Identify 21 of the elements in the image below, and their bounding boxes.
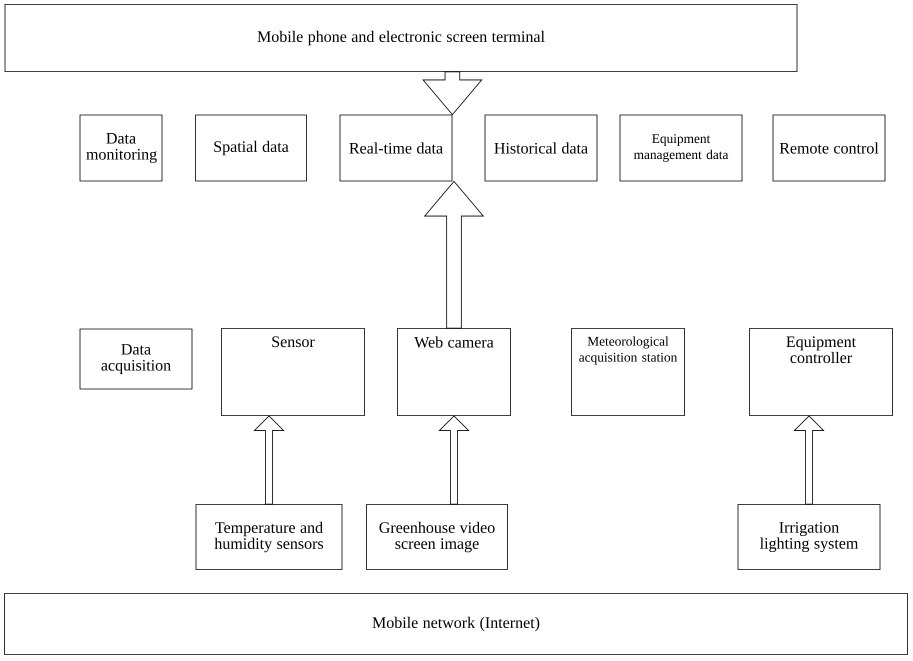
process-box: Web camera <box>397 328 511 416</box>
process-box: Equipment controller <box>749 328 893 416</box>
process-box: Data acquisition <box>80 328 192 390</box>
hollow-arrow <box>793 415 825 504</box>
process-box: Real-time data <box>340 114 452 182</box>
process-box: Greenhouse video screen image <box>366 504 508 570</box>
hollow-arrow <box>422 72 483 116</box>
process-box: Irrigation lighting system <box>738 504 880 570</box>
process-box: Meteorological acquisition station <box>571 328 685 416</box>
hollow-arrow <box>438 415 470 504</box>
process-box: Temperature and humidity sensors <box>196 504 342 570</box>
process-box: Equipment management data <box>620 114 742 182</box>
process-box: Historical data <box>484 114 598 182</box>
process-box: Sensor <box>221 328 365 416</box>
process-box: Data monitoring <box>80 114 162 182</box>
hollow-arrow <box>424 180 484 328</box>
process-box: Remote control <box>772 114 886 182</box>
process-box: Mobile network (Internet) <box>4 593 908 655</box>
hollow-arrow <box>253 415 285 504</box>
process-box: Mobile phone and electronic screen terminal <box>4 4 798 72</box>
process-box: Spatial data <box>195 114 307 182</box>
